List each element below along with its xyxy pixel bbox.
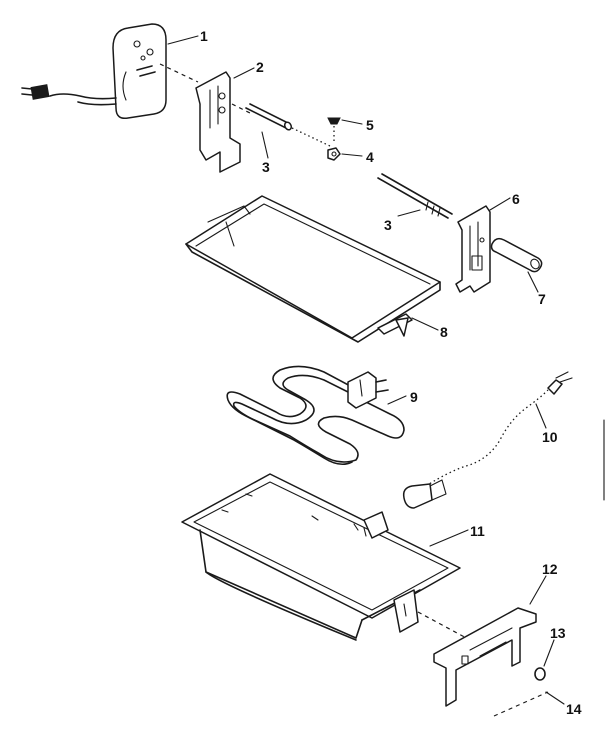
callout-7: 7 — [538, 291, 546, 307]
washer-part-13 — [534, 667, 546, 681]
left-bracket-part-2 — [195, 71, 253, 173]
callout-8: 8 — [440, 324, 448, 340]
cord-part-10 — [402, 371, 573, 509]
control-housing-part-1 — [21, 23, 199, 120]
callout-11: 11 — [470, 523, 485, 539]
callout-4: 4 — [366, 149, 374, 165]
callout-3-lower: 3 — [384, 217, 392, 233]
rod-part-3-upper — [245, 103, 331, 147]
leg-bracket-part-12 — [433, 607, 537, 707]
callout-labels: 1 2 3 3 4 5 6 7 8 9 10 11 12 13 14 — [200, 28, 582, 717]
screw-part-5 — [327, 117, 341, 144]
base-pan-part-11 — [181, 473, 471, 641]
callout-3-upper: 3 — [262, 159, 270, 175]
heating-element-part-9 — [226, 365, 405, 466]
handle-part-7 — [490, 237, 543, 273]
callout-14: 14 — [566, 701, 582, 717]
callout-13: 13 — [550, 625, 566, 641]
callout-12: 12 — [542, 561, 558, 577]
callout-6: 6 — [512, 191, 520, 207]
pin-part-14 — [493, 691, 549, 717]
callout-10: 10 — [542, 429, 558, 445]
nut-part-4 — [327, 147, 341, 161]
griddle-plate-part-8 — [185, 195, 441, 343]
callout-9: 9 — [410, 389, 418, 405]
callout-5: 5 — [366, 117, 374, 133]
callout-1: 1 — [200, 28, 208, 44]
leader-lines — [167, 35, 565, 705]
callout-2: 2 — [256, 59, 264, 75]
right-bracket-part-6 — [455, 205, 491, 293]
rod-part-3-lower — [377, 173, 453, 219]
